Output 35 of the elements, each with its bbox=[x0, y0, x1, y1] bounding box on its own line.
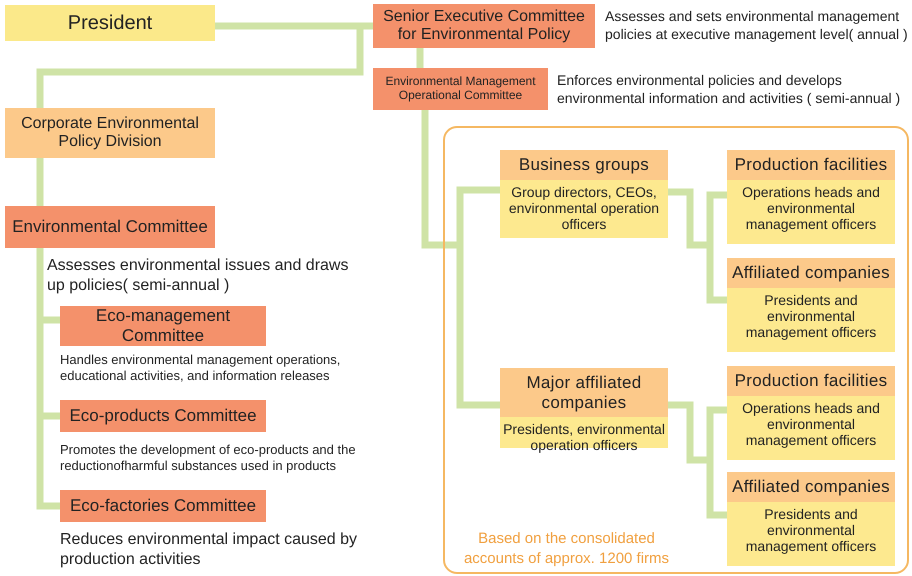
box-heading: Business groups bbox=[500, 150, 668, 180]
box-text: Presidents and environmental management officers bbox=[744, 290, 878, 342]
box-heading: Production facilities bbox=[727, 150, 895, 180]
connector-line bbox=[36, 158, 44, 206]
description-text: Reduces environmental impact caused by production activities bbox=[60, 530, 358, 570]
box-text: Operations heads and environmental management officers bbox=[741, 182, 881, 234]
org-box: Environmental Management Operational Committee bbox=[373, 68, 548, 110]
box-heading: Affiliated companies bbox=[727, 472, 895, 502]
box-text: Group directors, CEOs, environmental operation officers bbox=[508, 182, 660, 234]
description-text: Handles environmental management operations, educational activities, and information releases bbox=[60, 352, 342, 384]
description-text: Promotes the development of eco-products and the reductionofharmful substances used in products bbox=[60, 442, 357, 474]
box-text: Presidents and environmental management officers bbox=[744, 504, 878, 556]
org-box: Eco-products Committee bbox=[60, 400, 266, 432]
group-frame bbox=[443, 126, 909, 574]
footnote: Based on the consolidated accounts of approx. 1200 firms bbox=[462, 529, 670, 568]
org-box bbox=[727, 366, 895, 460]
box-heading: Affiliated companies bbox=[727, 258, 895, 288]
box-text: Operations heads and environmental management officers bbox=[741, 398, 881, 450]
description-text: Enforces environmental policies and develops environmental information and activities ( semi-annual ) bbox=[557, 72, 902, 107]
box-heading: Production facilities bbox=[727, 366, 895, 396]
box-text: Presidents, environmental operation officers bbox=[502, 420, 666, 456]
org-box bbox=[727, 258, 895, 352]
org-box: Eco-management Committee bbox=[60, 306, 266, 346]
org-box: Corporate Environmental Policy Division bbox=[5, 108, 215, 158]
description-text: Assesses environmental issues and draws up policies( semi-annual ) bbox=[47, 256, 350, 296]
org-box bbox=[727, 472, 895, 566]
org-box: Senior Executive Committee for Environmental Policy bbox=[373, 4, 595, 48]
connector-line bbox=[416, 48, 424, 68]
box-heading: Major affiliated companies bbox=[500, 368, 668, 418]
description-text: Assesses and sets environmental management policies at executive management level( annual ) bbox=[605, 8, 909, 43]
org-box: President bbox=[5, 5, 215, 41]
org-box bbox=[727, 150, 895, 244]
org-box: Eco-factories Committee bbox=[60, 490, 266, 522]
org-box bbox=[500, 150, 668, 238]
org-box: Environmental Committee bbox=[5, 206, 215, 248]
